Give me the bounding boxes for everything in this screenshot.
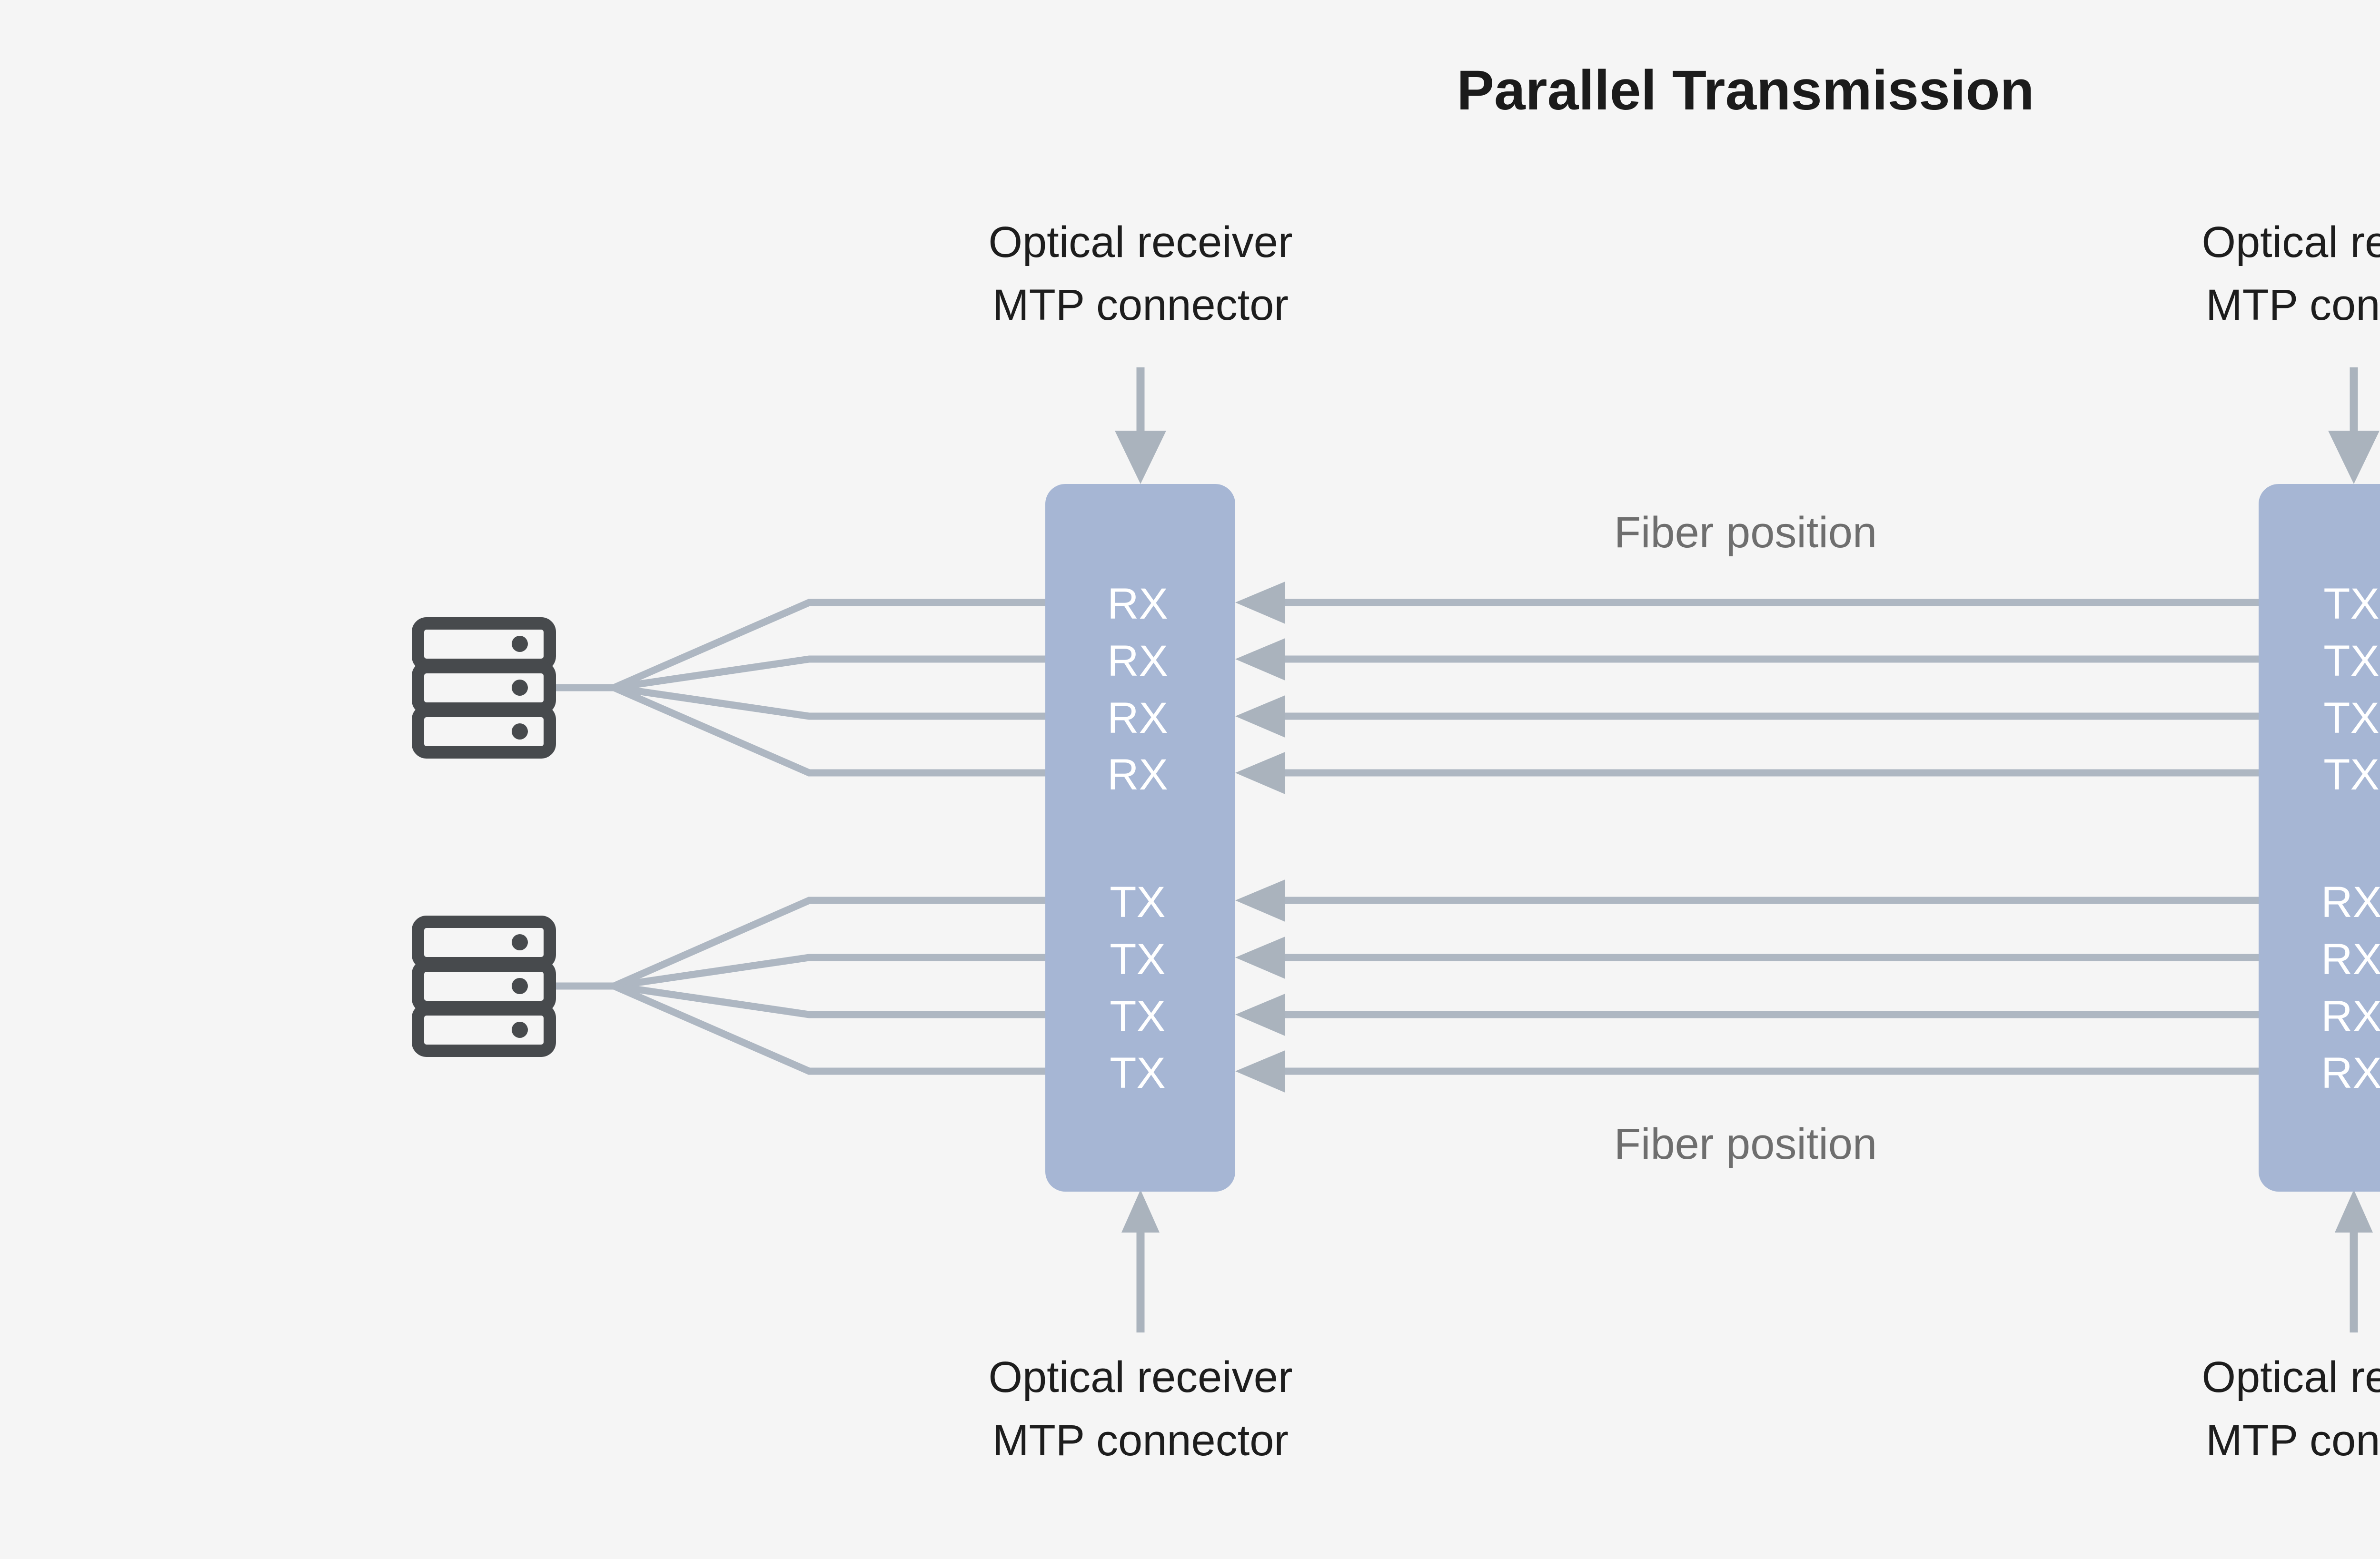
port-left-upper-3: RX [1107,694,1168,742]
server-unit [412,959,556,1013]
pointer-arrow-bottom-left [1121,1190,1160,1332]
fiber-bundle-lower [550,879,2380,1093]
port-right-upper-2: TX [2323,637,2380,685]
annotation-top-right-line2: MTP connector [2206,281,2380,329]
port-left-upper-4: RX [1107,750,1168,799]
port-right-lower-3: RX [2321,992,2380,1041]
page-title: Parallel Transmission [1457,59,2034,122]
port-left-lower-1: TX [1110,878,1166,927]
server-unit [412,661,556,715]
port-right-upper-3: TX [2323,694,2380,742]
server-stack-left-upper[interactable] [412,617,556,759]
connector-block-right[interactable]: TX TX TX TX RX RX RX RX [2259,484,2380,1192]
server-unit [412,1003,556,1057]
connector-block-left-body [1045,484,1235,1192]
annotation-bottom-left-line1: Optical receiver [988,1353,1292,1401]
annotation-top-left-line1: Optical receiver [988,218,1292,266]
port-left-upper-2: RX [1107,637,1168,685]
port-right-upper-1: TX [2323,580,2380,628]
port-left-upper-1: RX [1107,580,1168,628]
port-right-lower-2: RX [2321,935,2380,984]
fiber-position-label-lower: Fiber position [1614,1120,1877,1168]
arrowhead-upper-3 [1235,695,1285,738]
annotation-top-left-line2: MTP connector [992,281,1289,329]
port-right-lower-4: RX [2321,1049,2380,1097]
pointer-arrow-bottom-right [2335,1190,2373,1332]
pointer-arrow-top-left [1115,367,1166,484]
server-unit [412,617,556,671]
arrowhead-lower-1 [1235,879,1285,922]
arrowhead-lower-4 [1235,1050,1285,1093]
server-unit [412,705,556,759]
fiber-bundle-upper [550,582,2380,794]
annotation-bottom-right-line1: Optical receiver [2202,1353,2380,1401]
arrowhead-upper-4 [1235,752,1285,794]
fiber-position-label-upper: Fiber position [1614,508,1877,557]
arrowhead-upper-1 [1235,582,1285,624]
server-unit [412,916,556,969]
connector-block-right-body [2259,484,2380,1192]
arrowhead-lower-2 [1235,937,1285,979]
annotation-bottom-right-line2: MTP connector [2206,1416,2380,1465]
connector-block-left[interactable]: RX RX RX RX TX TX TX TX [1045,484,1235,1192]
arrowhead-upper-2 [1235,638,1285,681]
annotation-bottom-left-line2: MTP connector [992,1416,1289,1465]
server-stack-left-lower[interactable] [412,916,556,1057]
port-right-upper-4: TX [2323,750,2380,799]
arrowhead-lower-3 [1235,994,1285,1036]
port-left-lower-3: TX [1110,992,1166,1041]
port-right-lower-1: RX [2321,878,2380,927]
port-left-lower-4: TX [1110,1049,1166,1097]
pointer-arrow-top-right [2328,367,2380,484]
port-left-lower-2: TX [1110,935,1166,984]
annotation-top-right-line1: Optical receiver [2202,218,2380,266]
